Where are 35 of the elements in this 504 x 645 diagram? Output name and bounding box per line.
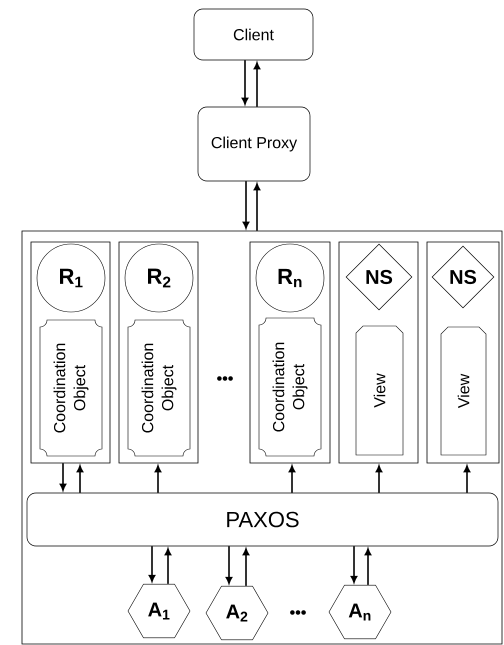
- name-server-column: [426, 242, 500, 464]
- acceptor-hexagon: A$_{n}$: [328, 584, 392, 640]
- system-frame: [22, 230, 502, 644]
- view-box: View: [440, 326, 486, 456]
- client-box: Client: [194, 8, 314, 60]
- coordination-object: Coordination Object: [128, 320, 190, 456]
- name-server-column: [338, 242, 418, 464]
- ellipsis-dots: •••: [217, 376, 233, 381]
- replica-column: [30, 242, 110, 464]
- arrow: [60, 463, 66, 491]
- arrow: [242, 60, 248, 105]
- arrow: [164, 548, 172, 584]
- arrow: [254, 62, 260, 107]
- arrow: [242, 181, 250, 229]
- arrow: [154, 465, 162, 493]
- replica-column: [118, 242, 198, 464]
- view-box: View: [356, 326, 404, 456]
- arrow: [242, 548, 250, 586]
- arrow: [148, 546, 156, 582]
- arrow: [254, 183, 260, 231]
- ellipsis-dots: •••: [290, 610, 306, 615]
- arrow: [288, 465, 296, 493]
- arrow: [376, 465, 382, 493]
- coordination-object: Coordination Object: [40, 320, 102, 456]
- coordination-object: Coordination Object: [258, 318, 322, 456]
- arrow: [364, 548, 372, 585]
- arrow: [226, 546, 232, 584]
- arrow: [76, 465, 84, 493]
- proxy-box: Client Proxy: [198, 106, 310, 182]
- acceptor-hexagon: A$_{1}$: [128, 584, 190, 638]
- acceptor-hexagon: A$_{2}$: [206, 586, 268, 640]
- arrow: [464, 465, 470, 493]
- replica-column: [250, 242, 330, 464]
- arrow: [350, 546, 358, 583]
- paxos-bar: PAXOS: [26, 492, 498, 546]
